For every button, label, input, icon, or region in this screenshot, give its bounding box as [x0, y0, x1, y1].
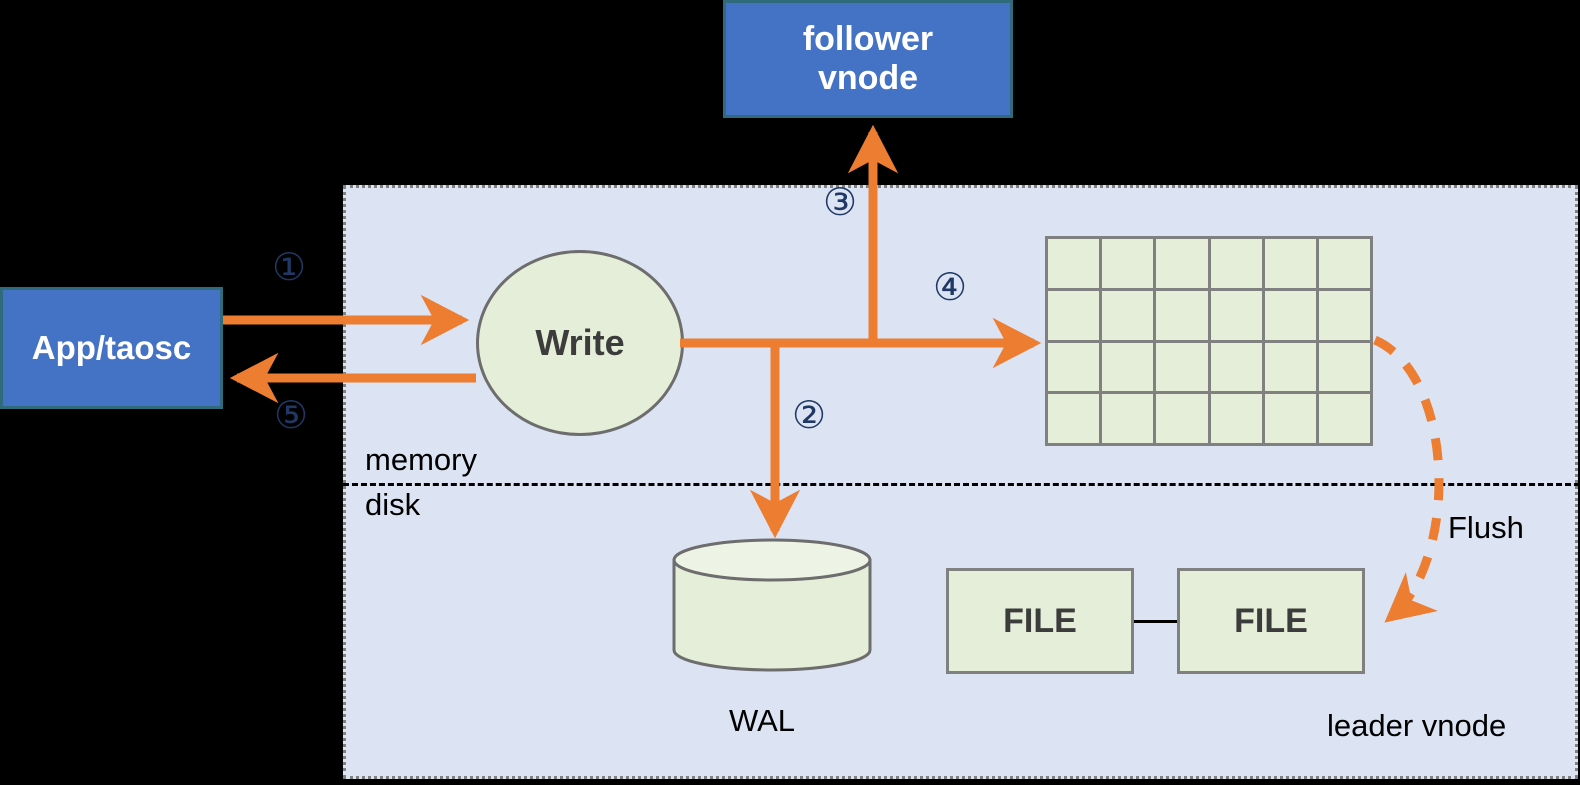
file-box-2: FILE [1177, 568, 1365, 674]
grid-cell [1210, 394, 1262, 443]
grid-cell [1264, 239, 1316, 288]
write-node: Write [476, 250, 684, 436]
app-taosc-box: App/taosc [0, 287, 223, 409]
step-number-5: ⑤ [274, 393, 309, 437]
grid-cell [1156, 394, 1208, 443]
file-link-connector [1134, 620, 1177, 623]
disk-label: disk [365, 487, 421, 522]
grid-cell [1264, 290, 1316, 340]
grid-cell [1048, 394, 1100, 443]
grid-cell [1318, 394, 1370, 443]
grid-cell [1318, 342, 1370, 392]
memory-disk-divider [343, 483, 1580, 486]
wal-label: WAL [729, 703, 796, 738]
grid-cell [1048, 290, 1100, 340]
wal-cylinder [672, 538, 872, 672]
grid-cell [1264, 394, 1316, 443]
grid-cell [1210, 290, 1262, 340]
flush-label: Flush [1448, 510, 1524, 545]
step-number-4: ④ [933, 265, 968, 309]
grid-cell [1156, 239, 1208, 288]
step-number-3: ③ [823, 180, 858, 224]
step-number-2: ② [792, 393, 827, 437]
grid-cell [1318, 290, 1370, 340]
grid-cell [1318, 239, 1370, 288]
grid-cell [1102, 342, 1154, 392]
grid-cell [1102, 394, 1154, 443]
grid-cell [1156, 290, 1208, 340]
grid-cell [1102, 239, 1154, 288]
grid-cell [1102, 290, 1154, 340]
app-taosc-label: App/taosc [31, 329, 192, 367]
memory-label: memory [365, 442, 477, 477]
grid-cell [1156, 342, 1208, 392]
memtable-grid [1045, 236, 1373, 446]
grid-cell [1210, 342, 1262, 392]
leader-vnode-label: leader vnode [1327, 708, 1507, 743]
step-number-1: ① [272, 245, 307, 289]
grid-cell [1210, 239, 1262, 288]
grid-cell [1048, 342, 1100, 392]
grid-cell [1048, 239, 1100, 288]
file-box-1: FILE [946, 568, 1134, 674]
grid-cell [1264, 342, 1316, 392]
